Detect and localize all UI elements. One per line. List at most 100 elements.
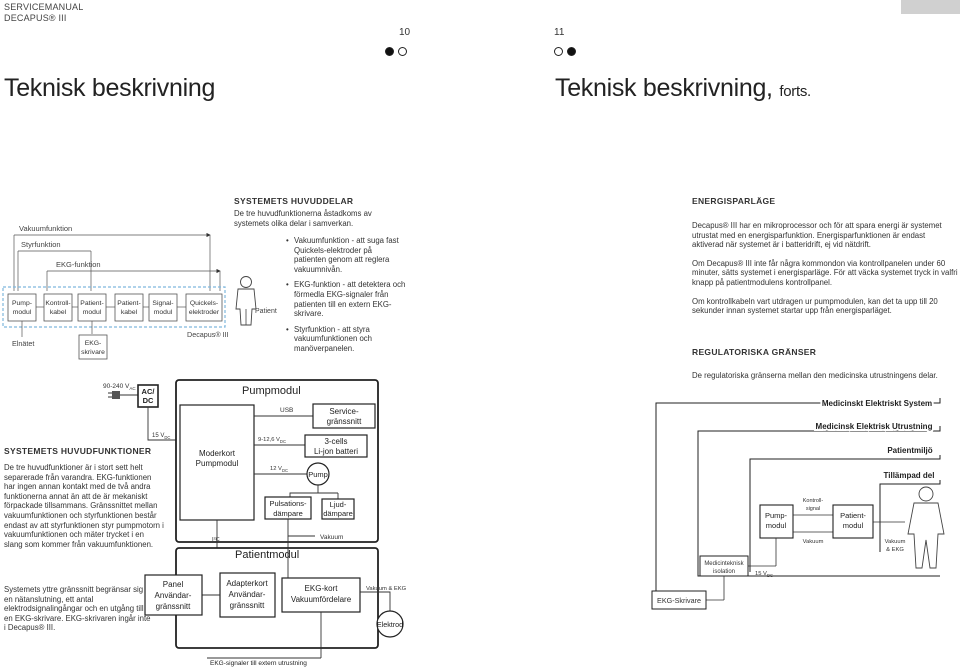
page-title-right-main: Teknisk beskrivning,: [555, 74, 773, 102]
svg-text:Patient-: Patient-: [117, 300, 140, 307]
label-tillampad-del: Tillämpad del: [884, 471, 935, 480]
svg-text:Ljud-: Ljud-: [330, 500, 347, 509]
svg-text:Medicinteknisk: Medicinteknisk: [704, 561, 744, 567]
label-kontrollsignal-1: Kontroll-: [803, 498, 824, 504]
svg-text:isolation: isolation: [713, 569, 735, 575]
voltage-15v-right: 15 VDC: [755, 571, 773, 578]
svg-text:Användar-: Användar-: [229, 590, 266, 599]
ekg-skrivare-box: EKG-Skrivare: [651, 590, 707, 610]
module-ekg-skrivare: EKG- skrivare: [78, 334, 108, 360]
svg-text:dämpare: dämpare: [273, 509, 303, 518]
svg-text:Användar-: Användar-: [155, 591, 192, 600]
manual-title: SERVICEMANUAL: [4, 2, 84, 12]
svg-text:modul: modul: [83, 309, 102, 316]
svg-text:Service-: Service-: [329, 407, 359, 416]
page-dot-inactive: [398, 47, 407, 56]
adapterkort: Adapterkort Användar- gränssnitt: [219, 572, 276, 618]
page-title-right-suffix: forts.: [779, 83, 811, 100]
svg-text:Pulsations-: Pulsations-: [269, 499, 307, 508]
svg-text:Panel: Panel: [163, 580, 184, 589]
pumpmodul-title: Pumpmodul: [242, 385, 301, 397]
page-indicator-left: [385, 47, 407, 56]
ekg-out-label: EKG-signaler till extern utrustning: [210, 660, 307, 667]
boundary-medicinsk-utrustning: [697, 426, 941, 577]
label-ekgfunktion: EKG-funktion: [56, 260, 101, 269]
ljuddampare: Ljud- dämpare: [321, 498, 355, 520]
mains-plug-icon: [108, 391, 120, 399]
pulsationsdampare: Pulsations- dämpare: [264, 496, 312, 520]
svg-text:kabel: kabel: [50, 309, 67, 316]
svg-text:EKG-: EKG-: [85, 340, 102, 347]
svg-text:Pump-: Pump-: [765, 511, 788, 520]
svg-text:Adapterkort: Adapterkort: [226, 579, 268, 588]
svg-text:Patient-: Patient-: [840, 511, 866, 520]
ekg-kort-vakuumfordelare: EKG-kort Vakuumfördelare: [281, 577, 361, 613]
svg-text:Elektrod: Elektrod: [377, 620, 403, 629]
product-name: DECAPUS® III: [4, 13, 67, 23]
patient-icon: [907, 486, 945, 569]
svg-text:Quickels-: Quickels-: [190, 300, 218, 307]
svg-text:modul: modul: [766, 521, 787, 530]
regulatoriska-text: De regulatoriska gränserna mellan den me…: [692, 371, 938, 380]
svg-text:elektroder: elektroder: [189, 309, 220, 316]
section-heading-regulatoriska: REGULATORISKA GRÄNSER: [692, 347, 817, 357]
bullet-ekgfunktion: EKG-funktion - att detektera och förmedl…: [286, 280, 406, 318]
svg-text:Pump: Pump: [308, 470, 328, 479]
header-gray-tab: [901, 0, 960, 14]
label-vakuum-ekg-2: & EKG: [886, 547, 904, 553]
section-huvudfunktioner: SYSTEMETS HUVUDFUNKTIONER De tre huvudfu…: [4, 446, 164, 549]
svg-text:dämpare: dämpare: [323, 509, 353, 518]
li-ion-battery: 3-cells Li-jon batteri: [304, 434, 368, 458]
vakuum-label: Vakuum: [320, 534, 343, 541]
voltage-9-126v-label: 9-12,6 VDC: [258, 437, 286, 444]
svg-text:skrivare: skrivare: [81, 349, 105, 356]
svg-text:DC: DC: [143, 396, 154, 405]
energisparlage-paragraph-1: Decapus® III har en mikroprocessor och f…: [692, 221, 942, 250]
page-title-right: Teknisk beskrivning, forts.: [555, 74, 811, 103]
page-number-right: 11: [554, 27, 565, 38]
regulatory-boundary-diagram: Medicinskt Elektriskt System Medicinsk E…: [651, 397, 945, 610]
boundary-medicinskt-system: [655, 398, 941, 592]
module-kontrollkabel: Kontroll- kabel: [43, 293, 73, 322]
patientmodul-box: Patient- modul: [832, 504, 874, 539]
svg-text:Li-jon batteri: Li-jon batteri: [314, 447, 358, 456]
huvudfunktioner-paragraph-2: Systemets yttre gränssnitt begränsar sig…: [4, 585, 153, 633]
section-energisparlage: ENERGISPARLÄGE Decapus® III har en mikro…: [692, 196, 958, 316]
svg-text:modul: modul: [843, 521, 864, 530]
svg-text:AC/: AC/: [142, 387, 156, 396]
svg-text:Pumpmodul: Pumpmodul: [196, 459, 239, 468]
huvuddelar-bullets: Vakuumfunktion - att suga fast Quickels-…: [286, 236, 406, 360]
section-heading-huvudfunktioner: SYSTEMETS HUVUDFUNKTIONER: [4, 446, 152, 456]
bullet-vakuumfunktion: Vakuumfunktion - att suga fast Quickels-…: [286, 236, 406, 274]
svg-text:Signal-: Signal-: [152, 300, 173, 307]
function-block-diagram: Vakuumfunktion Styrfunktion EKG-funktion…: [2, 224, 229, 360]
person-icon: [240, 276, 252, 288]
svg-text:3-cells: 3-cells: [324, 437, 347, 446]
svg-text:Patient-: Patient-: [80, 300, 103, 307]
moderkort-pumpmodul: Moderkort Pumpmodul: [179, 404, 255, 521]
label-vakuum-ekg-1: Vakuum: [885, 539, 906, 545]
label-medicinsk-utrustning: Medicinsk Elektrisk Utrustning: [816, 422, 933, 431]
page-number-left: 10: [399, 27, 411, 38]
module-quickels-elektroder: Quickels- elektroder: [185, 293, 223, 322]
medicinteknisk-isolation-box: Medicinteknisk isolation: [699, 555, 749, 577]
label-medicinskt-system: Medicinskt Elektriskt System: [822, 399, 932, 408]
huvuddelar-intro: De tre huvudfunktionerna åstadkoms av sy…: [234, 209, 372, 228]
voltage-12v-label: 12 VDC: [270, 466, 288, 473]
patientmodul-title: Patientmodul: [235, 549, 299, 561]
section-heading-energisparlage: ENERGISPARLÄGE: [692, 196, 776, 206]
svg-text:kabel: kabel: [121, 309, 138, 316]
module-pumpmodul: Pump- modul: [7, 293, 37, 322]
page-dot-active: [385, 47, 394, 56]
energisparlage-paragraph-3: Om kontrollkabeln vart utdragen ur pumpm…: [692, 296, 938, 316]
section-heading-huvuddelar: SYSTEMETS HUVUDDELAR: [234, 196, 354, 206]
label-decapus: Decapus® III: [187, 330, 229, 339]
boundary-patientmiljo: [749, 455, 941, 572]
section-huvuddelar: SYSTEMETS HUVUDDELAR De tre huvudfunktio…: [234, 196, 394, 228]
page-dot-inactive: [554, 47, 563, 56]
patient-figure: Patient: [235, 276, 277, 326]
vakuum-ekg-label: Vakuum & EKG: [366, 586, 407, 592]
page-dot-active: [567, 47, 576, 56]
label-kontrollsignal-2: signal: [806, 506, 820, 512]
svg-text:gränssnitt: gränssnitt: [327, 417, 362, 426]
